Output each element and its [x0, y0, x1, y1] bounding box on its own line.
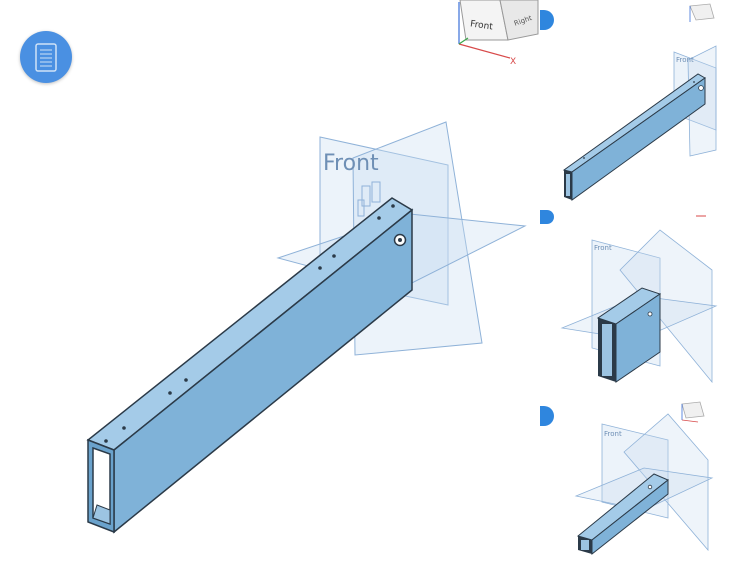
mini-view-cube-icon — [681, 401, 705, 423]
blue-dot-icon — [540, 210, 554, 224]
thumbnail-3[interactable]: Front — [540, 400, 746, 576]
mini-view-cube-icon — [689, 3, 715, 22]
beam-part[interactable] — [86, 197, 414, 534]
thumbnail-panel: Front Front — [540, 0, 746, 576]
view-cube-front-label: Front — [469, 19, 493, 32]
thumb-1-beam-hollow — [566, 174, 570, 196]
axis-x-label: X — [510, 57, 516, 66]
thumb-2-bolt-icon — [647, 311, 653, 317]
main-3d-viewport[interactable]: Front — [0, 0, 540, 576]
beam-side-face[interactable] — [113, 208, 413, 534]
thumbnail-2[interactable]: Front — [540, 210, 746, 400]
view-cube[interactable]: Front Right X — [452, 0, 542, 67]
thumbnail-2-canvas[interactable]: Front — [540, 210, 746, 400]
thumbnail-1[interactable]: Front — [540, 0, 746, 210]
thumb-2-box-hollow — [602, 324, 612, 376]
thumbnail-1-canvas[interactable]: Front — [540, 0, 746, 210]
blue-dot-icon — [540, 10, 554, 30]
thumb-1-bolt-icon — [698, 85, 704, 91]
axis-y-line — [458, 37, 469, 45]
thumb-3-bolt-icon — [647, 484, 653, 490]
thumb-1-beam-side — [571, 77, 706, 201]
view-cube-graphic[interactable]: Front Right X — [452, 0, 542, 67]
thumb-2-plane-label: Front — [594, 244, 612, 252]
document-list-icon — [35, 43, 57, 72]
beam-holes — [104, 204, 395, 443]
view-cube-right-face[interactable] — [499, 0, 539, 41]
viewport-canvas[interactable]: Front — [0, 0, 540, 576]
origin-triad-icon — [357, 181, 381, 217]
thumb-3-beam-hollow — [581, 540, 589, 550]
axis-x-line — [458, 43, 511, 59]
bolt-hole-icon — [393, 233, 407, 247]
blue-dot-icon — [540, 406, 554, 426]
panel-toggle-button[interactable] — [20, 31, 72, 83]
thumb-1-plane-label: Front — [676, 56, 694, 64]
thumbnail-3-canvas[interactable]: Front — [540, 400, 746, 576]
thumb-2-right-plane — [619, 229, 713, 384]
beam-hollow-inner — [92, 504, 111, 525]
thumb-1-beam-top — [562, 73, 706, 173]
front-plane-label: Front — [323, 151, 379, 176]
thumb-3-plane-label: Front — [604, 430, 622, 438]
